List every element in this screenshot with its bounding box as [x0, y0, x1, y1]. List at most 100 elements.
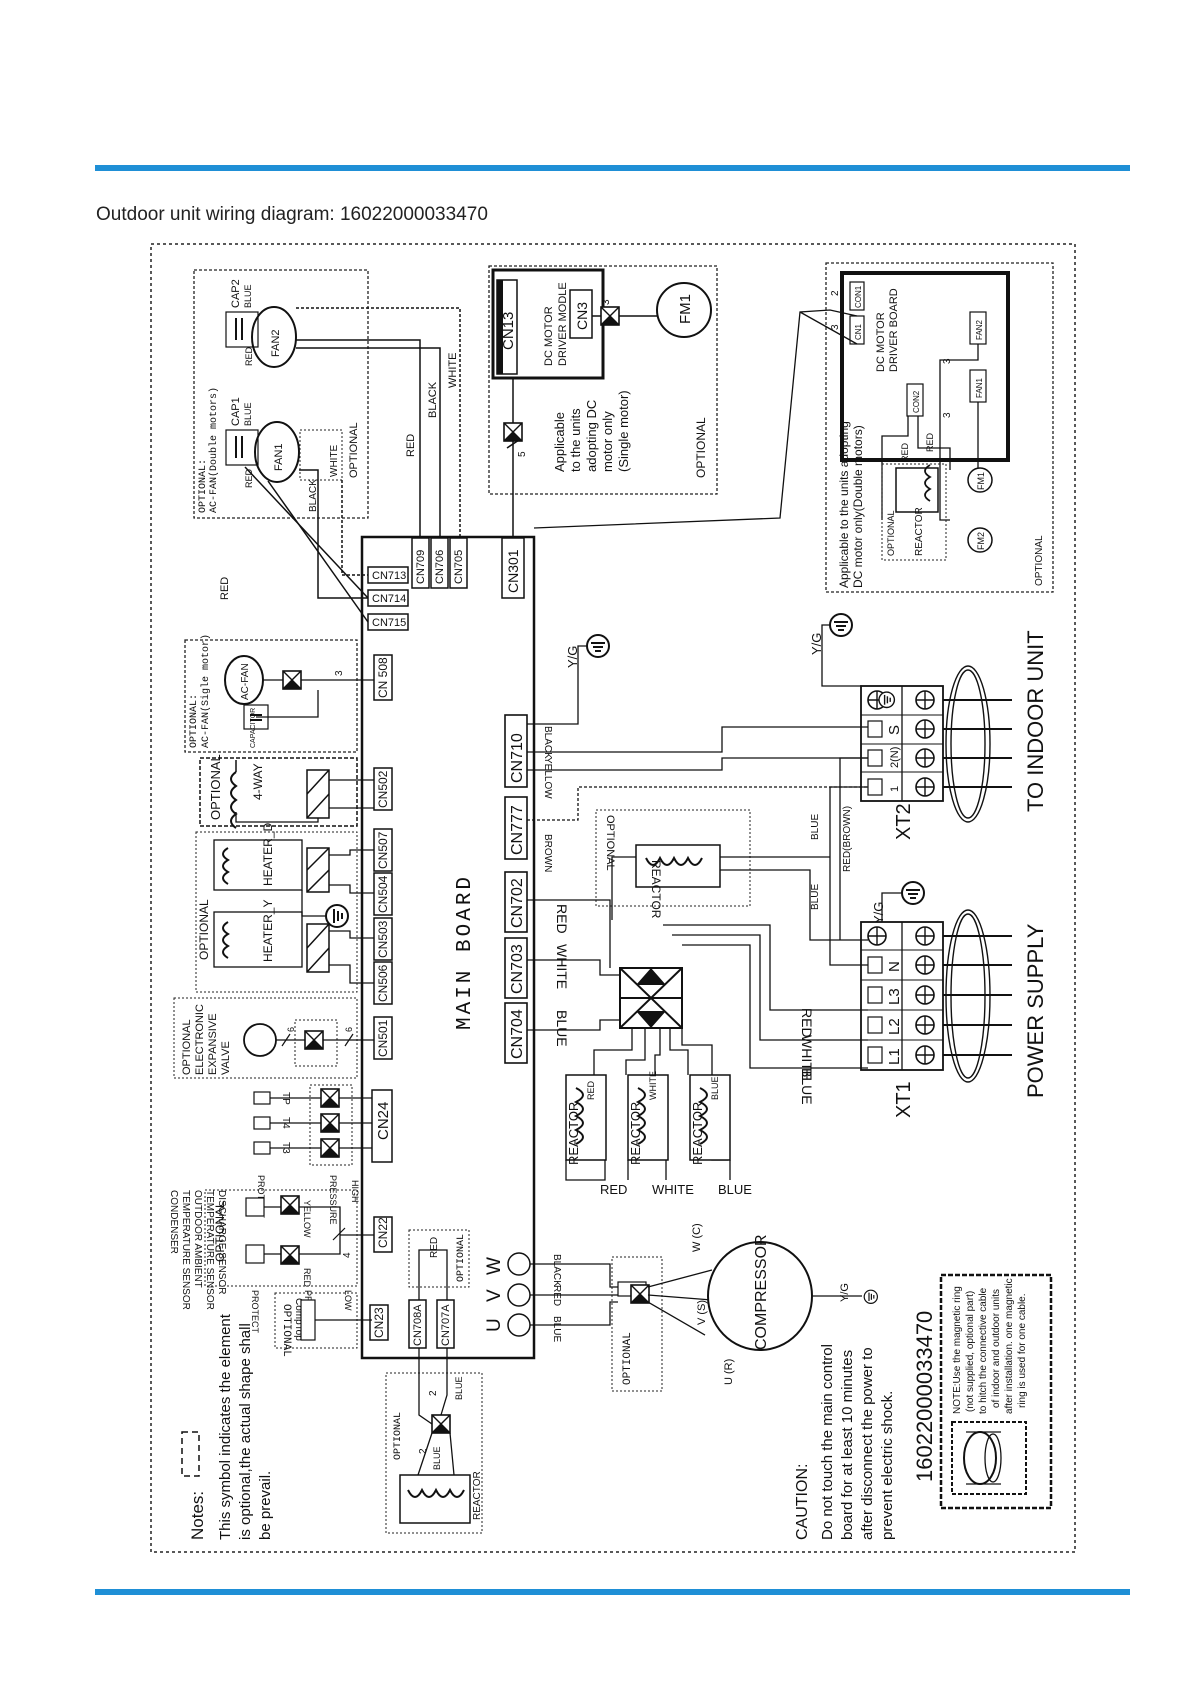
svg-text:CN507: CN507: [376, 831, 390, 869]
svg-text:Do not touch the main control: Do not touch the main control: [819, 1344, 836, 1540]
svg-text:Y/G: Y/G: [809, 633, 824, 655]
signal-wires: [527, 726, 868, 966]
connector-cn507: CN507: [373, 828, 393, 872]
svg-text:OPTIONAL: OPTIONAL: [886, 510, 896, 556]
connector-cn708a: CN708A: [408, 1299, 427, 1349]
svg-text:CONDENSER: CONDENSER: [168, 1190, 179, 1254]
svg-text:NOTE:Use the magnetic ring: NOTE:Use the magnetic ring: [952, 1286, 963, 1414]
svg-text:BLACK: BLACK: [542, 726, 553, 759]
connector-cn706: CN706: [430, 537, 449, 589]
svg-text:6: 6: [344, 1027, 354, 1032]
svg-text:YELLOW: YELLOW: [542, 757, 553, 799]
connector-cn703: CN703: [504, 937, 528, 999]
svg-text:Y/G: Y/G: [871, 902, 886, 924]
svg-text:Y/G: Y/G: [839, 1283, 851, 1302]
sensors: DISCHARGE SENSOR OUTDOOR AMBIENT TEMPERA…: [168, 1084, 372, 1310]
terminal-v: V: [484, 1289, 505, 1302]
connector-cn508: CN 508: [373, 654, 393, 701]
svg-text:3: 3: [942, 412, 953, 418]
svg-text:DC motor only(Double motors): DC motor only(Double motors): [851, 425, 865, 588]
connector-cn501: CN501: [373, 1016, 393, 1060]
svg-text:3: 3: [334, 670, 345, 676]
svg-text:REACTOR: REACTOR: [628, 1102, 643, 1165]
svg-text:RED: RED: [554, 904, 570, 934]
caution: CAUTION: Do not touch the main control b…: [794, 1344, 896, 1540]
svg-text:TEMPERATURE SENSOR: TEMPERATURE SENSOR: [204, 1190, 215, 1310]
svg-text:2: 2: [418, 1448, 429, 1454]
svg-text:WHITE: WHITE: [652, 1182, 694, 1197]
connector-cn714: CN714: [367, 589, 409, 607]
svg-text:CAP2: CAP2: [230, 279, 242, 308]
connector-cn710: CN710: [504, 714, 528, 788]
wire-label-red: RED: [405, 434, 417, 457]
svg-text:CON1: CON1: [854, 285, 863, 308]
svg-text:2: 2: [428, 1390, 439, 1396]
connector-cn503: CN503: [373, 917, 393, 961]
svg-text:REACTOR: REACTOR: [472, 1471, 483, 1520]
svg-text:LOW: LOW: [343, 1290, 353, 1311]
connector-cn705: CN705: [449, 537, 468, 589]
svg-text:OPTIONAL:: OPTIONAL:: [198, 459, 209, 513]
svg-text:CN702: CN702: [509, 878, 526, 928]
svg-text:BLUE: BLUE: [810, 884, 821, 910]
bridge-rectifier: RED WHITE BLUE RED WHITE BLUE REACTOR RE…: [527, 899, 868, 1197]
svg-text:OPTIONAL: OPTIONAL: [622, 1332, 634, 1385]
svg-text:N: N: [886, 961, 903, 972]
svg-text:CN704: CN704: [509, 1009, 526, 1059]
svg-text:(Single motor): (Single motor): [616, 390, 631, 472]
svg-text:OPTIONAL: OPTIONAL: [393, 1412, 404, 1460]
svg-text:FAN1: FAN1: [975, 377, 984, 398]
svg-text:AC-FAN: AC-FAN: [240, 663, 251, 700]
left-connectors: CN 508 CN502 CN507 CN504 CN503 CN506 CN5…: [369, 654, 455, 1349]
svg-text:CN504: CN504: [376, 875, 390, 913]
svg-text:BLUE: BLUE: [432, 1446, 442, 1470]
svg-text:OPTIONAL: OPTIONAL: [694, 417, 708, 478]
fm1-label: FM1: [677, 294, 694, 324]
svg-text:RED: RED: [244, 346, 254, 366]
svg-text:CompTop: CompTop: [293, 1298, 304, 1341]
svg-text:OPTIONAL: OPTIONAL: [280, 1304, 292, 1357]
svg-text:CN707A: CN707A: [440, 1304, 452, 1346]
svg-text:to the units: to the units: [568, 408, 583, 472]
xt2-label: XT2: [893, 803, 915, 840]
svg-text:REACTOR: REACTOR: [914, 507, 925, 556]
svg-text:CAPACITOR: CAPACITOR: [250, 708, 257, 748]
red-jumper-box: RED OPTIONAL: [408, 1229, 470, 1300]
fan1-label: FAN1: [273, 443, 285, 471]
compressor-label: COMPRESSOR: [753, 1234, 770, 1350]
footer-rule: [95, 1589, 1130, 1595]
svg-text:WHITE: WHITE: [329, 444, 340, 477]
svg-text:of indoor and outdoor units: of indoor and outdoor units: [991, 1289, 1002, 1408]
magnetic-ring-note: NOTE:Use the magnetic ring (not supplied…: [939, 1273, 1053, 1510]
svg-text:AC-FAN(Sigle motor): AC-FAN(Sigle motor): [200, 634, 212, 748]
wire-label-white: WHITE: [447, 353, 459, 388]
svg-text:CN23: CN23: [372, 1307, 386, 1338]
uvw-terminals: W V U: [484, 1252, 531, 1337]
svg-text:adopting DC: adopting DC: [584, 400, 599, 472]
svg-text:CN705: CN705: [453, 550, 465, 584]
svg-text:DRIVER BOARD: DRIVER BOARD: [888, 288, 900, 372]
svg-text:OUTDOOR AMBIENT: OUTDOOR AMBIENT: [192, 1190, 203, 1288]
svg-text:FAN2: FAN2: [975, 319, 984, 340]
svg-text:CN1: CN1: [854, 323, 863, 340]
svg-text:OPTIONAL: OPTIONAL: [213, 1201, 227, 1262]
heater-d-label: HEATER_D: [261, 823, 275, 886]
cn13-label: CN13: [500, 312, 517, 350]
terminal-block-xt1: N L3 L2 L1 XT1 POWER SUPPLY: [860, 909, 1048, 1118]
svg-text:DRIVER MODLE: DRIVER MODLE: [557, 282, 569, 366]
svg-text:BLUE: BLUE: [554, 1010, 570, 1047]
svg-text:BLUE: BLUE: [799, 1068, 815, 1105]
svg-text:PRESSURE: PRESSURE: [328, 1175, 338, 1225]
svg-text:BROWN: BROWN: [542, 834, 553, 872]
diagram-code: 16022000033470: [912, 1311, 937, 1482]
svg-text:OPTIONAL: OPTIONAL: [181, 1019, 193, 1075]
main-board-label: MAIN BOARD: [454, 874, 477, 1030]
svg-text:RED: RED: [799, 1008, 815, 1038]
svg-text:CN710: CN710: [509, 733, 526, 783]
pressure-protects: OPTIONAL HIGH PRESSURE PROTECT LOW PRESS…: [204, 1175, 374, 1340]
connector-cn504: CN504: [373, 872, 393, 916]
svg-text:BLUE: BLUE: [243, 402, 253, 426]
svg-text:to hitch the connective cable: to hitch the connective cable: [978, 1287, 989, 1414]
svg-text:W (C): W (C): [691, 1223, 703, 1252]
svg-text:after installation. one magnet: after installation. one magnetic: [1004, 1278, 1015, 1414]
